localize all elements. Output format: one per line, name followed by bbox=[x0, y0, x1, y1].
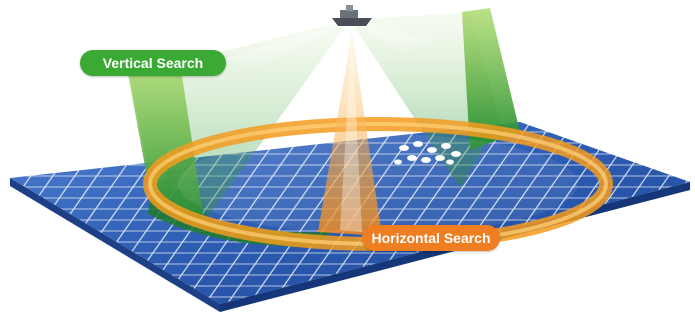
horizontal-search-label: Horizontal Search bbox=[362, 225, 500, 251]
horizontal-search-cone bbox=[318, 32, 382, 236]
ship-icon bbox=[332, 5, 372, 26]
fish-school-icon bbox=[394, 141, 461, 165]
vertical-search-label: Vertical Search bbox=[80, 50, 226, 76]
